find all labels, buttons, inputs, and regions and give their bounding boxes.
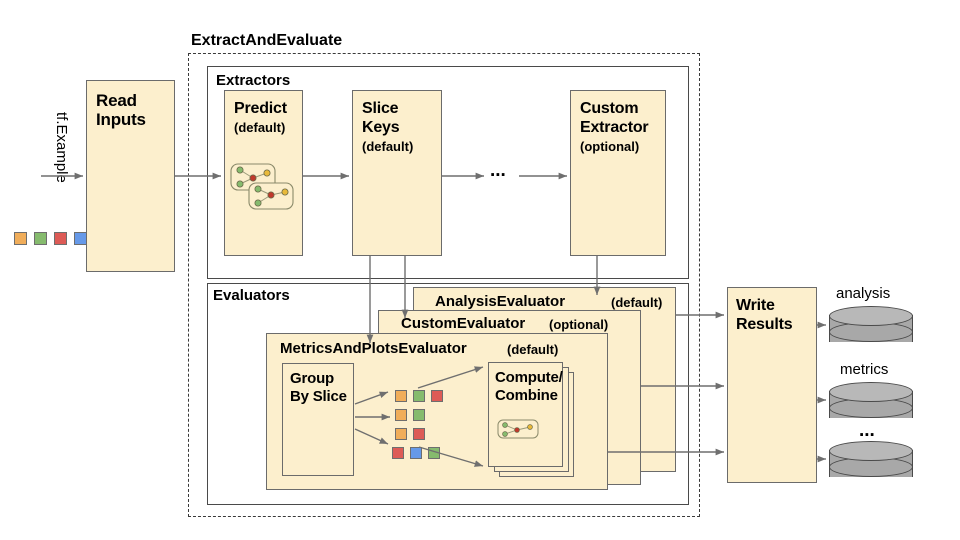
extractors-label: Extractors — [216, 72, 291, 89]
extractor-box-predict[interactable]: Predict (default) — [224, 90, 303, 256]
slice-chip — [413, 428, 425, 440]
custom-evaluator-name: CustomEvaluator — [401, 315, 526, 332]
input-label-wrap: tf.Example — [48, 112, 74, 242]
slice-chip — [392, 447, 404, 459]
output-cylinder-metrics[interactable] — [829, 382, 913, 418]
slice-chip — [395, 428, 407, 440]
metrics-evaluator-note: (default) — [507, 342, 559, 357]
extract-and-evaluate-label: ExtractAndEvaluate — [191, 32, 343, 49]
slice-chip-grid — [392, 390, 475, 462]
custom-evaluator-note: (optional) — [549, 317, 609, 332]
extractor-box-custom[interactable]: Custom Extractor (optional) — [570, 90, 666, 256]
slice-chip — [428, 447, 440, 459]
read-inputs-line1: Read — [96, 91, 137, 110]
slice-chip — [395, 409, 407, 421]
output-label-ellipsis: ... — [859, 420, 875, 441]
read-inputs-line2: Inputs — [96, 110, 146, 129]
extractors-ellipsis: ... — [490, 160, 506, 181]
output-cylinder-analysis[interactable] — [829, 306, 913, 342]
cylinder-top — [829, 382, 913, 402]
compute-combine-box[interactable]: Compute/ Combine — [488, 362, 563, 467]
evaluator-box-metrics-and-plots[interactable]: MetricsAndPlotsEvaluator (default) Group… — [266, 333, 608, 490]
write-results-line1: Write — [736, 297, 775, 314]
output-label-metrics: metrics — [840, 361, 889, 378]
write-results-line2: Results — [736, 316, 793, 333]
predict-title: Predict — [234, 100, 287, 117]
slice-keys-line2: Keys — [362, 119, 400, 136]
slice-chip — [413, 409, 425, 421]
input-chips — [14, 232, 94, 246]
write-results-box[interactable]: Write Results — [727, 287, 817, 483]
cylinder-top — [829, 441, 913, 461]
tf-example-label: tf.Example — [53, 112, 70, 183]
custom-extractor-line2: Extractor — [580, 119, 649, 136]
group-by-slice-line2: By Slice — [290, 388, 347, 405]
evaluators-label: Evaluators — [213, 287, 290, 304]
read-inputs-box[interactable]: Read Inputs — [86, 80, 175, 272]
group-by-slice-box[interactable]: Group By Slice — [282, 363, 354, 476]
output-cylinder-other[interactable] — [829, 441, 913, 477]
chip-orange — [14, 232, 27, 245]
slice-chip — [431, 390, 443, 402]
slice-chip — [395, 390, 407, 402]
custom-extractor-line1: Custom — [580, 100, 639, 117]
predict-note: (default) — [234, 120, 286, 135]
slice-chip — [413, 390, 425, 402]
graph-icon — [230, 163, 294, 210]
extract-and-evaluate-container — [188, 53, 700, 517]
metrics-evaluator-name: MetricsAndPlotsEvaluator — [280, 340, 467, 357]
chip-red — [54, 232, 67, 245]
compute-combine-line1: Compute/ — [495, 369, 563, 386]
analysis-evaluator-name: AnalysisEvaluator — [435, 293, 566, 310]
slice-keys-note: (default) — [362, 139, 414, 154]
analysis-evaluator-note: (default) — [611, 295, 663, 310]
group-by-slice-line1: Group — [290, 370, 334, 387]
cylinder-top — [829, 306, 913, 326]
extractor-box-slice-keys[interactable]: Slice Keys (default) — [352, 90, 442, 256]
slice-keys-line1: Slice — [362, 100, 399, 117]
compute-combine-line2: Combine — [495, 387, 558, 404]
custom-extractor-note: (optional) — [580, 139, 640, 154]
chip-green — [34, 232, 47, 245]
output-label-analysis: analysis — [836, 285, 891, 302]
slice-chip — [410, 447, 422, 459]
graph-icon — [497, 419, 539, 439]
